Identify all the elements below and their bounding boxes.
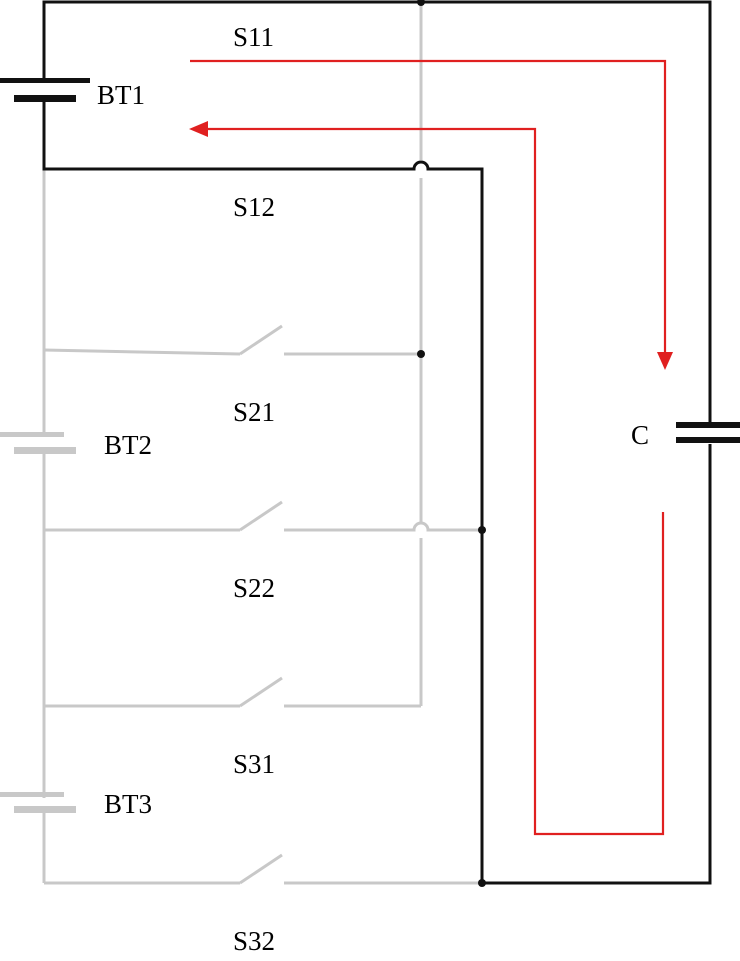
label-s22: S22 — [233, 573, 276, 603]
arrow-left-icon — [189, 121, 208, 137]
label-s32: S32 — [233, 926, 276, 956]
label-bt1: BT1 — [97, 80, 146, 110]
cap-to-bottom-wire — [482, 444, 712, 885]
arrow-down-icon — [657, 352, 673, 370]
label-s21: S21 — [233, 397, 276, 427]
s22-switch — [239, 500, 283, 532]
current-path-outgoing — [190, 59, 673, 370]
s21-wire — [43, 348, 421, 356]
label-s11: S11 — [233, 22, 275, 52]
current-path-return — [189, 121, 665, 836]
label-s31: S31 — [233, 749, 276, 779]
top-loop-wire — [42, 0, 712, 424]
capacitor-c — [676, 422, 740, 443]
battery-bt3 — [0, 792, 76, 813]
s31-switch — [239, 676, 283, 708]
s21-switch — [239, 324, 283, 356]
label-c: C — [631, 420, 650, 450]
label-bt3: BT3 — [104, 789, 153, 819]
s12-wire — [42, 98, 484, 883]
active-wiring — [42, 0, 712, 885]
label-s12: S12 — [233, 192, 276, 222]
battery-bt2 — [0, 432, 76, 454]
label-bt2: BT2 — [104, 430, 153, 460]
battery-bt1 — [0, 78, 90, 102]
s22-wire — [44, 521, 482, 532]
s32-switch — [239, 853, 283, 885]
junction-dots — [417, 0, 486, 887]
